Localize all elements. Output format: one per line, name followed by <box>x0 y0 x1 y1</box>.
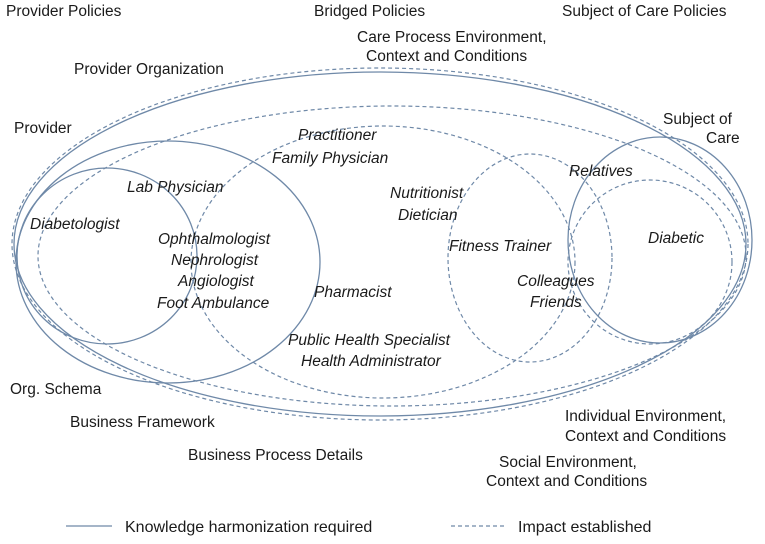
pharmacist-label: Pharmacist <box>314 284 392 301</box>
org-schema-label: Org. Schema <box>10 381 102 398</box>
bridged-policies-label: Bridged Policies <box>314 3 425 20</box>
care-process-env-label-line1: Care Process Environment, <box>357 29 547 46</box>
dietician-label: Dietician <box>398 207 457 224</box>
legend-dashed-label: Impact established <box>518 519 651 536</box>
public-health-specialist-label: Public Health Specialist <box>288 332 451 349</box>
fitness-trainer-label: Fitness Trainer <box>449 238 552 255</box>
angiologist-label: Angiologist <box>177 273 255 290</box>
diabetologist-label: Diabetologist <box>30 216 120 233</box>
foot-ambulance-label: Foot Ambulance <box>157 295 270 312</box>
practitioner-ellipse <box>190 125 576 399</box>
friends-label: Friends <box>530 294 582 311</box>
subject-of-care-label-line2: Care <box>706 130 740 147</box>
subject-of-care-label-line1: Subject of <box>663 111 733 128</box>
legend-solid-label: Knowledge harmonization required <box>125 519 372 536</box>
nephrologist-label: Nephrologist <box>171 252 259 269</box>
org-schema-ellipse <box>16 167 198 345</box>
social-env-label-line2: Context and Conditions <box>486 473 647 490</box>
provider-organization-label: Provider Organization <box>74 61 224 78</box>
relatives-label: Relatives <box>569 163 633 180</box>
fitness-group-ellipse <box>447 153 613 363</box>
subject-of-care-policies-label: Subject of Care Policies <box>562 3 727 20</box>
ophthalmologist-label: Ophthalmologist <box>158 231 271 248</box>
individual-env-label-line2: Context and Conditions <box>565 428 726 445</box>
lab-physician-label: Lab Physician <box>127 179 224 196</box>
provider-policies-label: Provider Policies <box>6 3 122 20</box>
care-process-environment-ellipse <box>11 67 749 421</box>
provider-label: Provider <box>14 120 72 137</box>
practitioner-label: Practitioner <box>298 127 377 144</box>
subject-of-care-ellipse <box>567 136 753 344</box>
business-process-details-label: Business Process Details <box>188 447 363 464</box>
social-env-label-line1: Social Environment, <box>499 454 637 471</box>
diabetic-label: Diabetic <box>648 230 704 247</box>
individual-env-label-line1: Individual Environment, <box>565 408 726 425</box>
social-environment-ellipse <box>37 105 747 407</box>
provider-organization-ellipse <box>13 71 747 417</box>
colleagues-label: Colleagues <box>517 273 595 290</box>
nutritionist-label: Nutritionist <box>390 185 464 202</box>
business-framework-label: Business Framework <box>70 414 215 431</box>
relatives-ellipse <box>567 179 733 345</box>
provider-ellipse <box>15 140 321 384</box>
health-administrator-label: Health Administrator <box>301 353 442 370</box>
family-physician-label: Family Physician <box>272 150 388 167</box>
care-process-env-label-line2: Context and Conditions <box>366 48 527 65</box>
